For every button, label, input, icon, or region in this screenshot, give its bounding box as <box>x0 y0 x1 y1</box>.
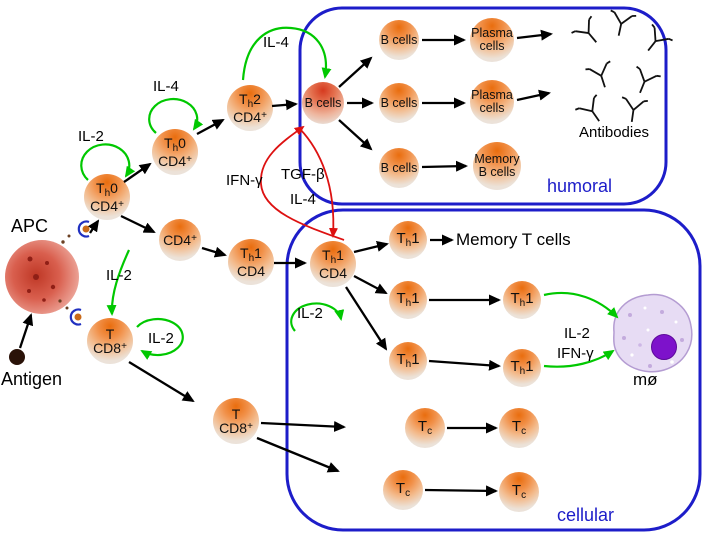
cell-plasma-2: Plasma cells <box>470 80 514 124</box>
cell-t-cd8-1: T CD8+ <box>87 318 133 364</box>
humoral-section-label: humoral <box>547 176 613 196</box>
cell-th1-memory: Th1 <box>389 221 427 259</box>
cell-th1-1: Th1 CD4 <box>228 239 274 285</box>
antigen-fragment <box>58 299 62 303</box>
cell-memory-b: Memory B cells <box>473 142 521 190</box>
cell-th2: Th2 CD4+ <box>227 85 273 131</box>
il4-label-th0: IL-4 <box>153 78 179 95</box>
antibodies-label: Antibodies <box>579 124 650 141</box>
il2-label-macrophage: IL-2 <box>564 325 590 342</box>
antigen-fragment <box>61 240 65 244</box>
humoral-box <box>298 6 668 206</box>
cell-tc-row2a: Tc <box>383 470 423 510</box>
memory-t-cells-label: Memory T cells <box>456 230 571 249</box>
cell-plasma-1: Plasma cells <box>470 18 514 62</box>
cell-tc-row1b: Tc <box>499 408 539 448</box>
cell-b-3: B cells <box>379 148 419 188</box>
antigen-fragment <box>67 234 71 238</box>
cell-cd4: CD4+ <box>159 219 201 261</box>
apc-cell <box>5 234 79 314</box>
cellular-section-label: cellular <box>557 505 615 525</box>
antibody-icons <box>570 9 674 130</box>
cell-tc-row1a: Tc <box>405 408 445 448</box>
cell-th1-2: Th1 CD4 <box>310 241 356 287</box>
apc-label: APC <box>11 216 49 236</box>
mhc-receptor-top <box>77 220 90 238</box>
ifn-gamma-label-macrophage: IFN-γ <box>557 345 594 362</box>
cell-b-activated: B cells <box>302 82 344 124</box>
cellular-box <box>285 208 702 532</box>
macrophage-label: mø <box>633 370 658 389</box>
cell-t-cd8-2: T CD8+ <box>213 398 259 444</box>
cell-th1-row2a: Th1 <box>389 281 427 319</box>
il4-label-red: IL-4 <box>290 191 316 208</box>
il4-label-top: IL-4 <box>263 34 289 51</box>
antigen-particle <box>9 349 25 365</box>
il2-label-th1-loop: IL-2 <box>297 305 323 322</box>
cell-th0-2: Th0 CD4+ <box>152 129 198 175</box>
mhc-receptor-bottom <box>69 308 82 326</box>
ifn-gamma-label: IFN-γ <box>226 172 263 189</box>
cell-th0-1: Th0 CD4+ <box>84 174 130 220</box>
il2-label-th0: IL-2 <box>78 128 104 145</box>
macrophage-cell <box>613 293 693 373</box>
antigen-label: Antigen <box>1 369 63 389</box>
il2-label-down: IL-2 <box>106 267 132 284</box>
cell-th1-row3a: Th1 <box>389 342 427 380</box>
tgf-beta-label: TGF-β <box>281 166 325 183</box>
cell-th1-row2b: Th1 <box>503 281 541 319</box>
il2-label-tcd8: IL-2 <box>148 330 174 347</box>
antigen-fragment <box>65 306 69 310</box>
cell-th1-row3b: Th1 <box>503 349 541 387</box>
macrophage-nucleus <box>651 334 677 360</box>
cell-b-2: B cells <box>379 83 419 123</box>
cell-b-1: B cells <box>379 20 419 60</box>
cell-tc-row2b: Tc <box>499 472 539 512</box>
